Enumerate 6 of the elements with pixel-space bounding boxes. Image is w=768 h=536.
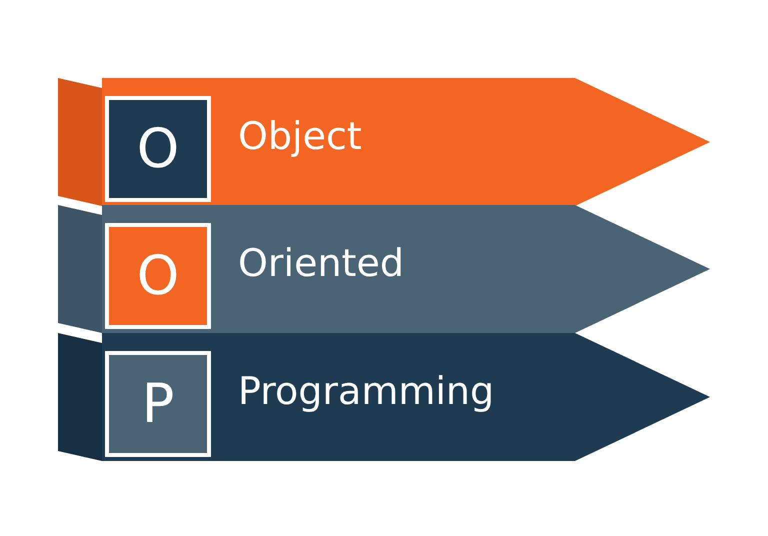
letter-tile: O	[105, 96, 211, 202]
letter-tile: P	[105, 351, 211, 457]
band-label: Programming	[238, 368, 494, 415]
letter-tile: O	[105, 223, 211, 329]
band-label: Object	[238, 113, 362, 160]
band-label: Oriented	[238, 240, 404, 287]
